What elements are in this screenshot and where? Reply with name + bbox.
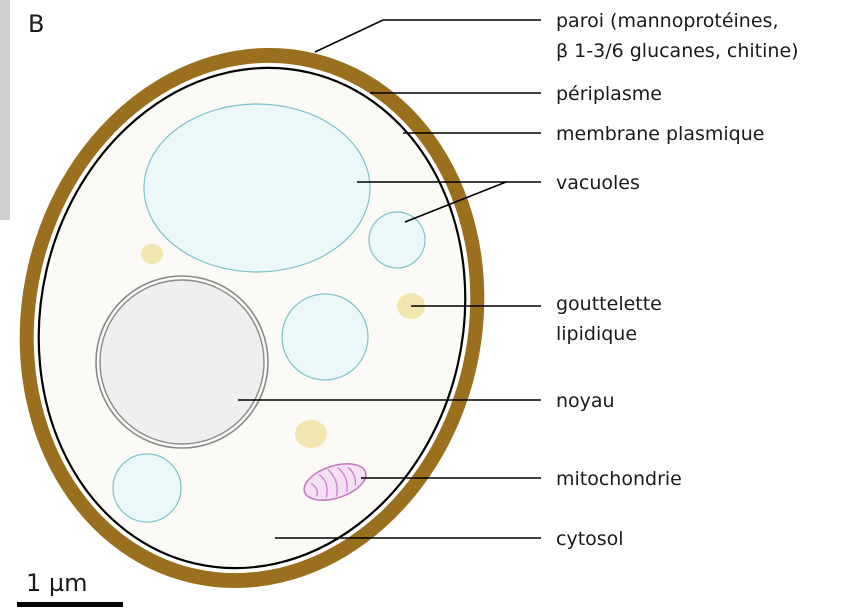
label-plasma-membrane: membrane plasmique bbox=[556, 123, 764, 145]
label-lipid-line1: gouttelette bbox=[556, 293, 662, 315]
label-vacuoles: vacuoles bbox=[556, 172, 640, 194]
nucleus bbox=[100, 280, 264, 444]
vacuole-middle bbox=[282, 294, 368, 380]
lipid-droplet-1 bbox=[141, 244, 163, 264]
panel-letter: B bbox=[28, 10, 44, 38]
label-wall-line1: paroi (mannoprotéines, bbox=[556, 10, 778, 32]
label-mitochondrion: mitochondrie bbox=[556, 468, 682, 490]
lipid-droplet-3 bbox=[295, 420, 327, 448]
label-cytosol: cytosol bbox=[556, 528, 624, 550]
label-wall-line2: β 1-3/6 glucanes, chitine) bbox=[556, 40, 799, 62]
label-periplasm: périplasme bbox=[556, 83, 662, 105]
vacuole-lower-left bbox=[113, 454, 181, 522]
vacuole-large bbox=[144, 104, 370, 272]
vacuole-small-right bbox=[369, 212, 425, 268]
edge-artifact bbox=[0, 0, 10, 220]
label-lipid-line2: lipidique bbox=[556, 323, 637, 345]
leader-wall bbox=[315, 20, 383, 52]
scale-bar-label: 1 µm bbox=[26, 569, 88, 597]
label-nucleus: noyau bbox=[556, 390, 615, 412]
scale-bar bbox=[17, 602, 123, 607]
